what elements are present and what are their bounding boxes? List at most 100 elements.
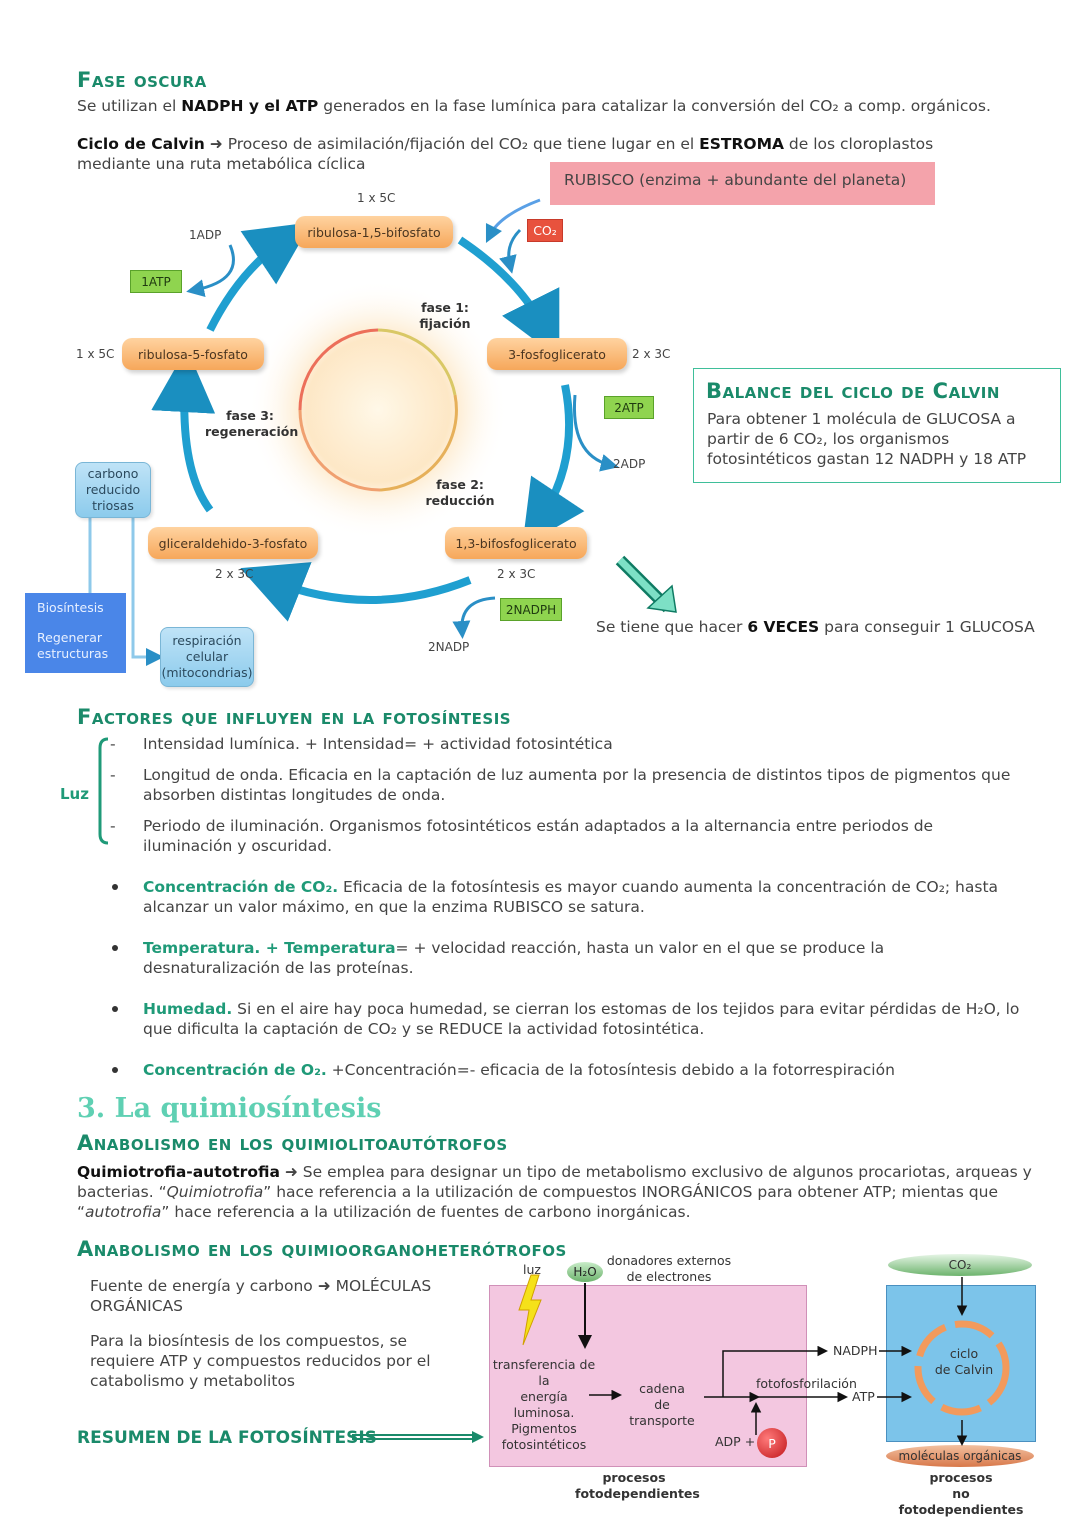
transferencia-label: transferencia de la energía luminosa. Pi…: [492, 1357, 596, 1452]
factor-co2: Concentración de CO₂. Eficacia de la fot…: [143, 877, 1023, 917]
resumen-label: RESUMEN DE LA FOTOSÍNTESIS: [77, 1428, 377, 1448]
ribulosa-bifosfato-node: ribulosa-1,5-bifosfato: [295, 216, 453, 248]
factor-temperatura: Temperatura. + Temperatura= + velocidad …: [143, 938, 1023, 978]
procesos-no-fotodependientes-label: procesos no fotodependientes: [898, 1470, 1024, 1517]
seis-veces-note: Se tiene que hacer 6 VECES para consegui…: [596, 617, 1035, 637]
quimiotrofia-italic: Quimiotrofia: [166, 1183, 264, 1201]
respiracion-box: respiración celular (mitocondrias): [160, 627, 254, 687]
regenerar-label: Regenerar estructuras: [37, 630, 109, 661]
luz-label: Luz: [60, 785, 89, 803]
atp-label: ATP: [852, 1389, 875, 1404]
subtitle-quimioorganoheterotrofos: Anabolismo en los quimioorganoheterótrof…: [77, 1237, 567, 1261]
biosintesis-box: Biosíntesis Regenerar estructuras: [25, 593, 126, 673]
label-2x3c-bottom-right: 2 x 3C: [497, 567, 536, 581]
donadores-label: donadores externos de electrones: [606, 1253, 732, 1284]
bullet-dot: [112, 945, 118, 951]
atp2-box: 2ATP: [604, 396, 654, 419]
factor-hum-term: Humedad.: [143, 1000, 233, 1018]
fotodependientes-box: [489, 1285, 807, 1467]
co2-ellipse: CO₂: [888, 1254, 1032, 1276]
luz-diagram-label: luz: [523, 1262, 541, 1277]
veces-post: para conseguir 1 GLUCOSA: [819, 618, 1035, 636]
atp1-box: 1ATP: [130, 270, 182, 293]
carbono-reducido-box: carbono reducido triosas: [75, 462, 151, 518]
nadph2-box: 2NADPH: [500, 598, 562, 621]
factor-temp-text: = + velocidad reacción, hasta un valor e…: [143, 939, 885, 977]
autotrofia-italic: autotrofia: [85, 1203, 162, 1221]
estroma-term: ESTROMA: [699, 135, 784, 153]
subtitle-quimiolitoautotrofos: Anabolismo en los quimiolitoautótrofos: [77, 1131, 508, 1155]
luz-item-intensidad: Intensidad lumínica. + Intensidad= + act…: [143, 735, 613, 753]
label-1x5c-left: 1 x 5C: [76, 347, 115, 361]
factor-humedad: Humedad. Si en el aire hay poca humedad,…: [143, 999, 1023, 1039]
label-2x3c-right: 2 x 3C: [632, 347, 671, 361]
fosfoglicerato-node: 3-fosfoglicerato: [487, 338, 627, 370]
bullet-dot: [112, 1067, 118, 1073]
balance-title: Balance del ciclo de Calvin: [706, 379, 1000, 403]
nadph-label: NADPH: [833, 1343, 878, 1358]
balance-text: Para obtener 1 molécula de GLUCOSA a par…: [707, 410, 1027, 468]
label-2nadp: 2NADP: [428, 640, 470, 654]
label-1x5c-top: 1 x 5C: [357, 191, 396, 205]
factor-o2: Concentración de O₂. +Concentración=- ef…: [143, 1060, 1023, 1080]
section-title-factores: Factores que influyen en la fotosíntesis: [77, 705, 512, 729]
intro-text: Se utilizan el: [77, 97, 182, 115]
phase-3-label: fase 3: regeneración: [205, 408, 299, 439]
calvin-text-end: de los cloroplastos: [784, 135, 934, 153]
cadena-label: cadena de transporte: [629, 1381, 695, 1428]
intro-text-end: generados en la fase lumínica para catal…: [318, 97, 991, 115]
quimiotrofia-text-2: ” hace referencia a la utilización de co…: [77, 1183, 999, 1221]
biosintesis-label: Biosíntesis: [37, 600, 104, 615]
calvin-term: Ciclo de Calvin: [77, 135, 205, 153]
fuente-energia-text: Fuente de energía y carbono ➜ MOLÉCULAS …: [90, 1277, 432, 1315]
quimiotrofia-term: Quimiotrofia-autotrofia: [77, 1163, 280, 1181]
phase-1-label: fase 1: fijación: [419, 300, 471, 331]
fotosintesis-flow-diagram: [518, 1274, 1010, 1446]
phase-2-label: fase 2: reducción: [425, 477, 495, 508]
fase-oscura-intro: Se utilizan el NADPH y el ATP generados …: [77, 96, 1037, 116]
ribulosa-5-fosfato-node: ribulosa-5-fosfato: [122, 338, 264, 370]
calvin-text: Proceso de asimilación/fijación del CO₂ …: [227, 135, 700, 153]
quimiotrofia-text: ➜ Se emplea para designar un tipo de met…: [77, 1163, 1032, 1201]
biosintesis-text: Para la biosíntesis de los compuestos, s…: [90, 1332, 431, 1390]
luz-item-longitud: Longitud de onda. Eficacia en la captaci…: [143, 766, 1011, 804]
luz-dash-3: -: [110, 817, 116, 835]
factor-co2-text: Eficacia de la fotosíntesis es mayor cua…: [143, 878, 999, 916]
calvin-definition: Ciclo de Calvin ➜ Proceso de asimilación…: [77, 134, 1037, 174]
calvin-text-line2: mediante una ruta metabólica cíclica: [77, 155, 366, 173]
balance-box: Balance del ciclo de Calvin Para obtener…: [693, 368, 1061, 483]
factor-co2-term: Concentración de CO₂.: [143, 878, 339, 896]
section-title-fase-oscura: Fase oscura: [77, 68, 207, 92]
procesos-fotodependientes-label: procesos fotodependientes: [575, 1470, 700, 1501]
intro-bold: NADPH y el ATP: [181, 97, 319, 115]
bullet-dot: [112, 1006, 118, 1012]
factor-temp-term: Temperatura. + Temperatura: [143, 939, 396, 957]
factor-hum-text: Si en el aire hay poca humedad, se cierr…: [143, 1000, 1020, 1038]
calvin-cycle-diagram: [88, 198, 677, 666]
label-1adp: 1ADP: [189, 228, 222, 242]
label-2x3c-bottom-left: 2 x 3C: [215, 567, 254, 581]
co2-box: CO₂: [527, 219, 563, 242]
adp-label: ADP +: [715, 1434, 756, 1449]
phosphate-circle: P: [757, 1428, 787, 1458]
veces-pre: Se tiene que hacer: [596, 618, 748, 636]
bullet-dot: [112, 884, 118, 890]
factor-o2-term: Concentración de O₂.: [143, 1061, 327, 1079]
luz-item-periodo: Periodo de iluminación. Organismos fotos…: [143, 817, 934, 855]
rubisco-box: RUBISCO (enzima + abundante del planeta): [550, 162, 935, 205]
luz-dash-1: -: [110, 735, 116, 753]
ciclo-calvin-label: ciclo de Calvin: [934, 1346, 994, 1377]
arrow-glyph: ➜: [204, 135, 228, 153]
quimiotrofia-text-3: ” hace referencia a la utilización de fu…: [161, 1203, 691, 1221]
luz-bracket: [98, 737, 109, 845]
veces-bold: 6 VECES: [747, 618, 820, 636]
fotofosforilacion-label: fotofosforilación: [756, 1376, 857, 1391]
bifosfoglicerato-node: 1,3-bifosfoglicerato: [445, 527, 587, 559]
label-2adp: 2ADP: [613, 457, 646, 471]
moleculas-organicas-ellipse: moléculas orgánicas: [886, 1445, 1034, 1467]
factor-o2-text: +Concentración=- eficacia de la fotosínt…: [326, 1061, 895, 1079]
quimiotrofia-paragraph: Quimiotrofia-autotrofia ➜ Se emplea para…: [77, 1162, 1037, 1222]
h2o-ellipse: H₂O: [567, 1262, 603, 1282]
section-title-quimiosintesis: 3. La quimiosíntesis: [77, 1093, 382, 1124]
luz-dash-2: -: [110, 766, 116, 784]
